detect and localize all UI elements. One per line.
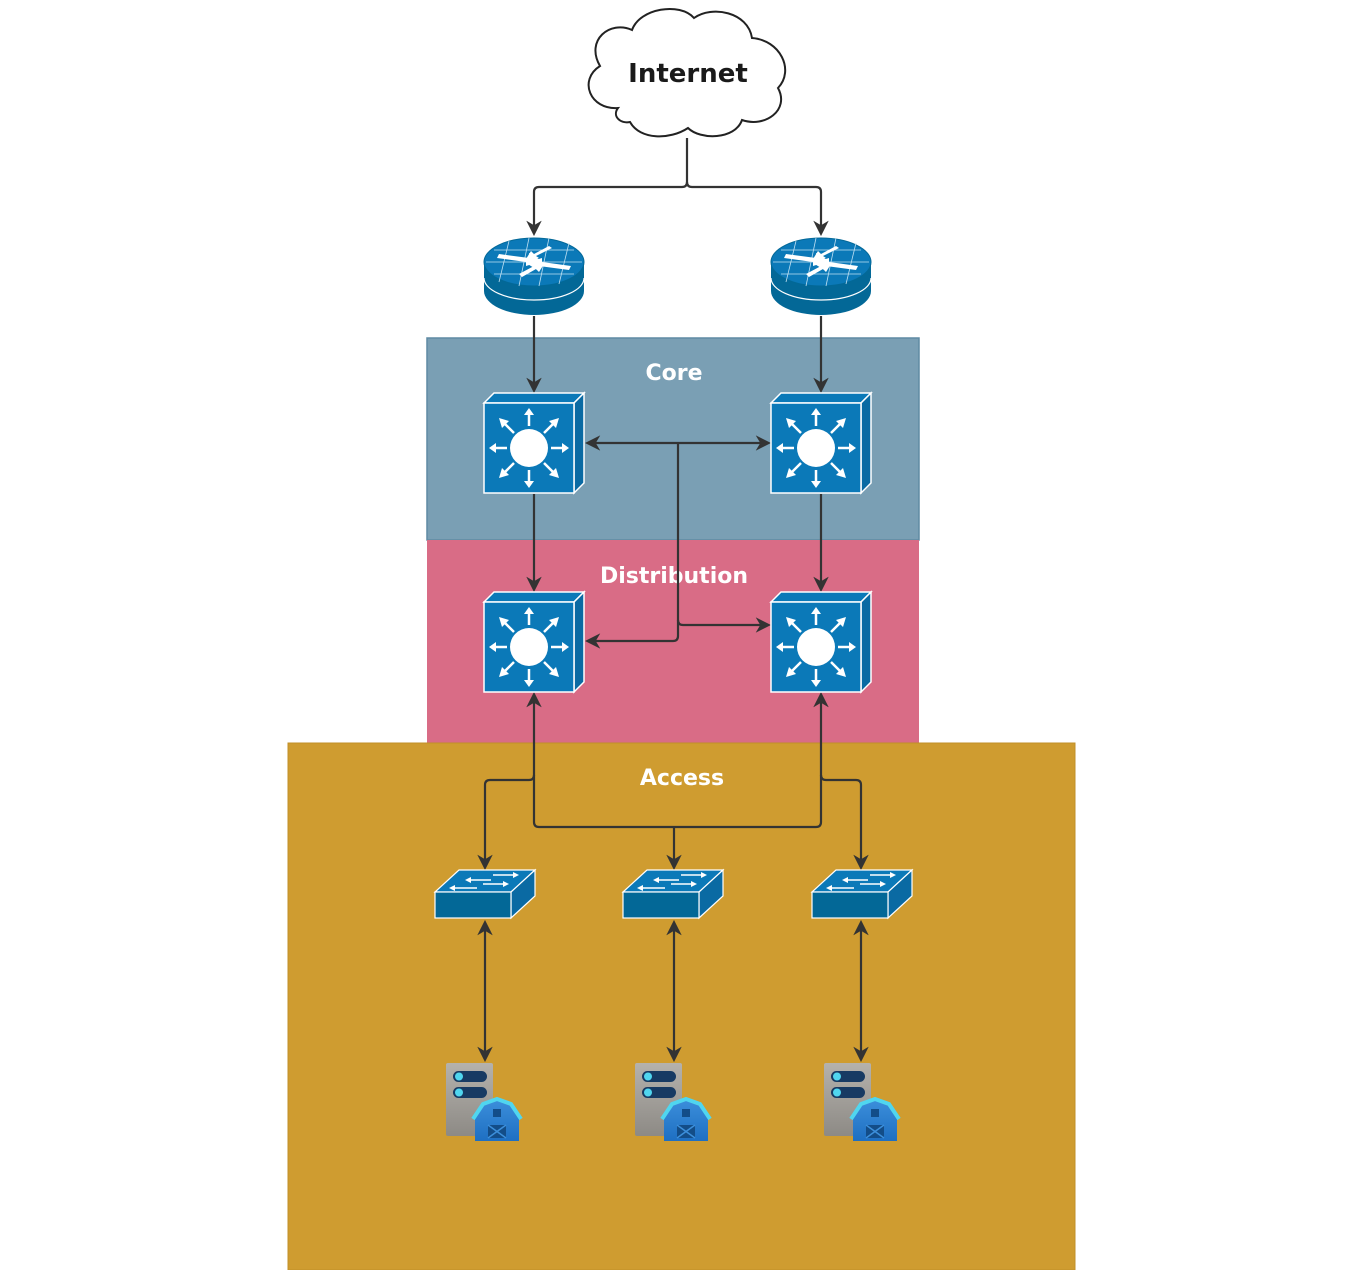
access-layer [287,742,1076,1270]
core-label: Core [645,361,702,386]
internet-cloud: Internet [587,7,787,138]
core-switch-right[interactable] [769,391,873,495]
distribution-switch-left[interactable] [482,590,586,694]
connectors [477,138,869,1063]
access-label: Access [640,766,724,791]
router-left[interactable] [483,237,585,316]
internet-label: Internet [628,59,748,89]
distribution-label: Distribution [600,564,748,589]
core-switch-left[interactable] [482,391,586,495]
router-right[interactable] [770,237,872,316]
distribution-switch-right[interactable] [769,590,873,694]
